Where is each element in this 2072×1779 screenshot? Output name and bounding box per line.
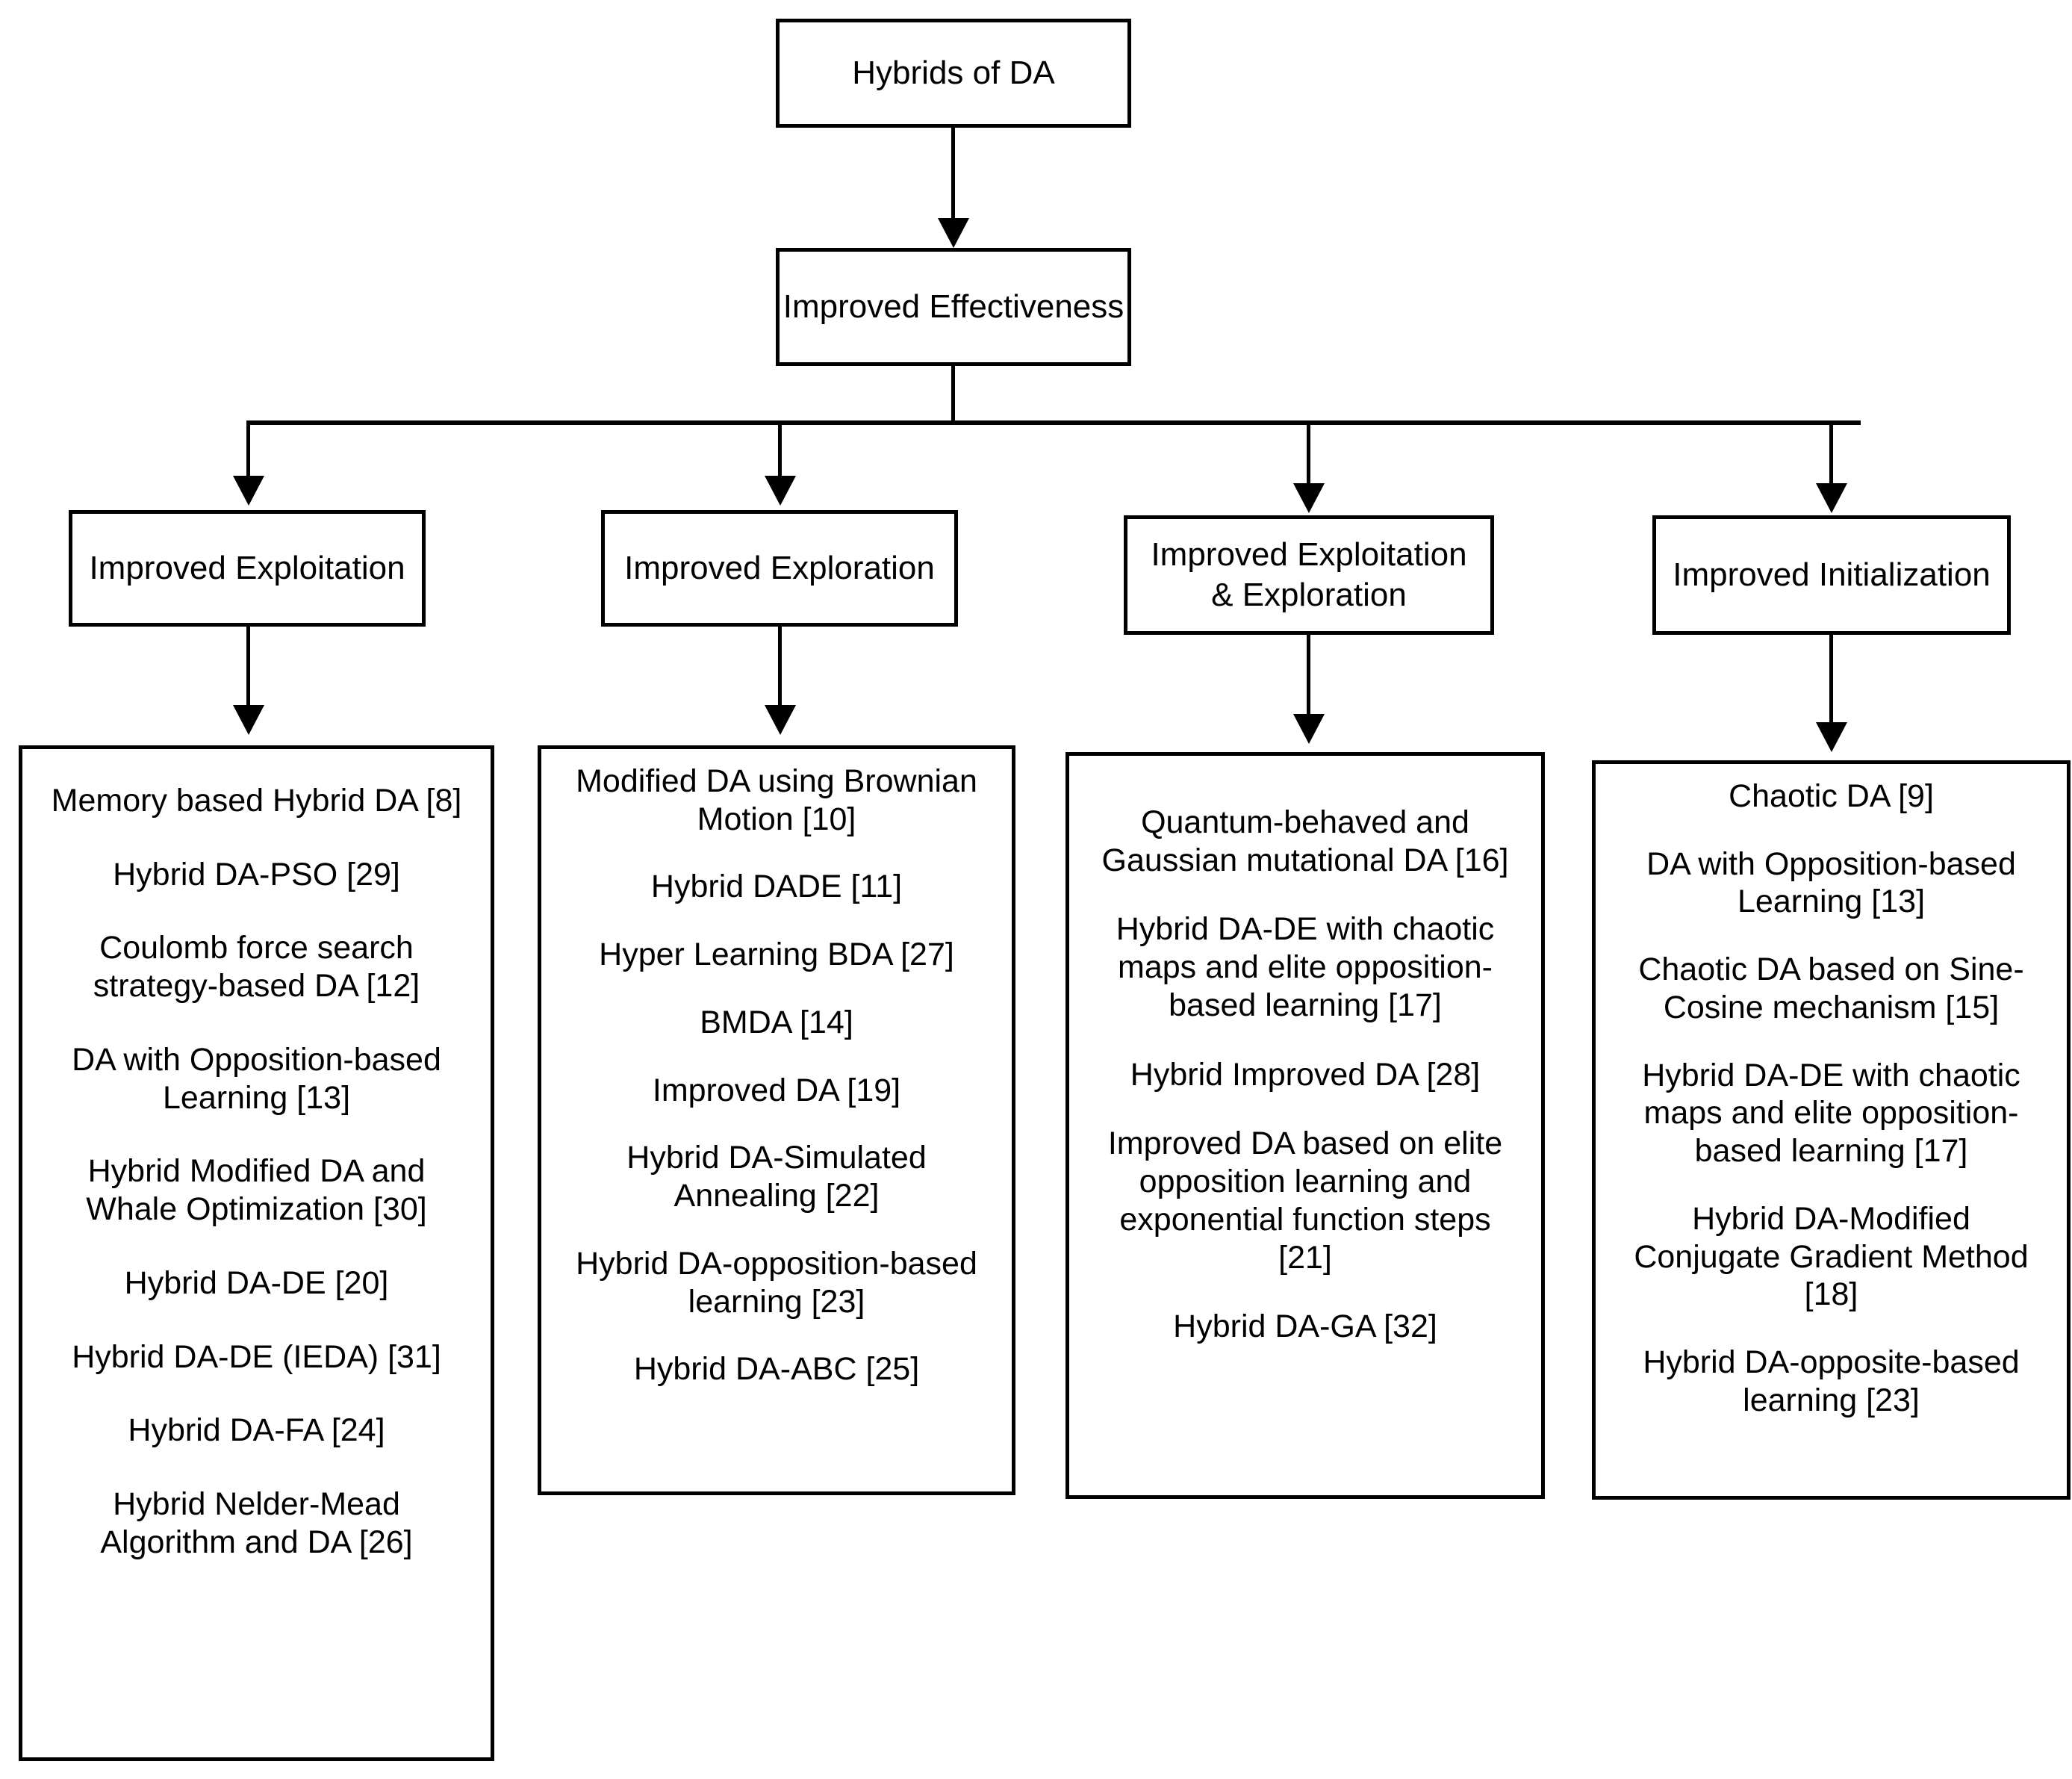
list-item: Hybrid DA-opposite-based learning [23] (1643, 1344, 2020, 1418)
list-item: BMDA [14] (700, 1004, 853, 1040)
connector-category-1-to-list (246, 627, 250, 707)
node-improved-initialization-label: Improved Initialization (1673, 556, 1991, 594)
arrowhead-category-3-to-list (1293, 714, 1325, 744)
node-hybrids-of-da[interactable]: Hybrids of DA (776, 19, 1131, 128)
list-item: Hybrid Nelder-Mead Algorithm and DA [26] (100, 1486, 413, 1560)
node-improved-exploration-label: Improved Exploration (624, 550, 935, 587)
connector-category-2-to-list (778, 627, 782, 707)
list-item: Quantum-behaved and Gaussian mutational … (1101, 804, 1509, 878)
connector-effectiveness-stem (951, 366, 955, 424)
list-improved-exploration-items: Modified DA using Brownian Motion [10] H… (550, 763, 1003, 1418)
node-improved-initialization[interactable]: Improved Initialization (1652, 515, 2011, 635)
connector-category-4-to-list (1829, 635, 1833, 726)
node-improved-effectiveness[interactable]: Improved Effectiveness (776, 248, 1131, 366)
list-improved-initialization-items: Chaotic DA [9] DA with Opposition-based … (1605, 777, 2058, 1450)
arrowhead-branch-1 (233, 476, 264, 506)
arrowhead-branch-4 (1816, 483, 1847, 513)
arrowhead-branch-3 (1293, 483, 1325, 513)
list-item: DA with Opposition-based Learning [13] (1646, 845, 2016, 920)
list-item: Hybrid DA-Modified Conjugate Gradient Me… (1634, 1200, 2029, 1313)
node-improved-exploitation-and-exploration-label: Improved Exploitation & Exploration (1151, 536, 1467, 613)
list-improved-exploration: Modified DA using Brownian Motion [10] H… (538, 745, 1015, 1495)
arrowhead-branch-2 (765, 476, 796, 506)
list-item: Improved DA [19] (652, 1072, 901, 1108)
arrowhead-category-1-to-list (233, 705, 264, 735)
connector-branch-2 (778, 420, 782, 479)
list-item: Hybrid Improved DA [28] (1130, 1056, 1481, 1093)
list-item: Hybrid DA-Simulated Annealing [22] (626, 1140, 927, 1214)
list-item: Memory based Hybrid DA [8] (51, 783, 462, 819)
list-item: Hybrid DA-DE with chaotic maps and elite… (1642, 1057, 2020, 1170)
connector-category-3-to-list (1307, 635, 1310, 717)
list-item: Hybrid DA-GA [32] (1173, 1308, 1437, 1345)
list-item: Chaotic DA [9] (1729, 778, 1934, 814)
list-improved-exploitation-items: Memory based Hybrid DA [8] Hybrid DA-PSO… (31, 782, 482, 1598)
arrowhead-category-4-to-list (1816, 722, 1847, 752)
connector-branch-bus (246, 420, 1861, 425)
list-item: Coulomb force search strategy-based DA [… (93, 930, 420, 1005)
node-improved-exploitation-label: Improved Exploitation (89, 550, 405, 587)
list-item: Hybrid DA-ABC [25] (633, 1351, 920, 1388)
node-improved-exploitation[interactable]: Improved Exploitation (69, 510, 426, 627)
arrowhead-category-2-to-list (765, 705, 796, 735)
list-item: Hybrid DA-DE [20] (124, 1264, 389, 1301)
list-item: DA with Opposition-based Learning [13] (72, 1041, 441, 1116)
list-item: Hybrid Modified DA and Whale Optimizatio… (86, 1153, 427, 1228)
node-improved-effectiveness-label: Improved Effectiveness (783, 288, 1124, 326)
list-item: Hybrid DA-FA [24] (128, 1412, 385, 1449)
node-improved-exploration[interactable]: Improved Exploration (601, 510, 958, 627)
node-improved-exploitation-and-exploration[interactable]: Improved Exploitation & Exploration (1124, 515, 1494, 635)
connector-branch-3 (1307, 420, 1310, 486)
list-item: Hybrid DADE [11] (650, 869, 903, 905)
connector-branch-1 (246, 420, 250, 479)
list-item: Improved DA based on elite opposition le… (1107, 1126, 1503, 1276)
arrowhead-root-to-effectiveness (938, 218, 969, 248)
list-improved-exploitation-and-exploration-items: Quantum-behaved and Gaussian mutational … (1078, 804, 1532, 1377)
list-item: Hybrid DA-DE with chaotic maps and elite… (1116, 911, 1495, 1023)
list-improved-exploitation-and-exploration: Quantum-behaved and Gaussian mutational … (1065, 752, 1545, 1499)
list-item: Modified DA using Brownian Motion [10] (576, 763, 977, 837)
list-item: Hybrid DA-DE (IEDA) [31] (72, 1338, 441, 1375)
list-item: Hybrid DA-opposition-based learning [23] (576, 1245, 977, 1320)
list-improved-initialization: Chaotic DA [9] DA with Opposition-based … (1592, 760, 2071, 1500)
connector-branch-4 (1829, 420, 1833, 486)
list-item: Hybrid DA-PSO [29] (113, 856, 400, 892)
connector-root-to-effectiveness (951, 128, 955, 221)
node-hybrids-of-da-label: Hybrids of DA (852, 55, 1055, 92)
list-item: Hyper Learning BDA [27] (599, 937, 954, 973)
list-improved-exploitation: Memory based Hybrid DA [8] Hybrid DA-PSO… (19, 745, 494, 1761)
list-item: Chaotic DA based on Sine- Cosine mechani… (1638, 951, 2024, 1025)
